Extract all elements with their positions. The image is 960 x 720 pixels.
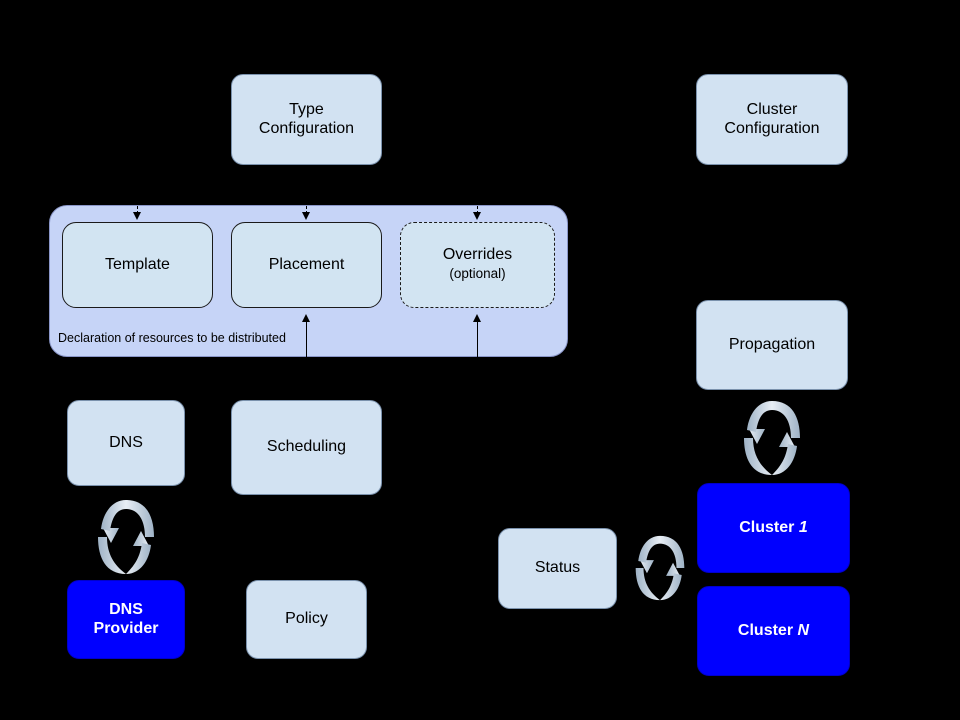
node-placement[interactable]: Placement: [231, 222, 382, 308]
placement-label: Placement: [268, 255, 345, 273]
type-configuration-label-line2: Configuration: [258, 119, 355, 137]
policy-label: Policy: [285, 610, 328, 628]
scheduling-label: Scheduling: [266, 438, 347, 456]
dns-provider-label-line2: Provider: [93, 619, 159, 637]
sync-arrows-icon-propagation: [734, 397, 810, 479]
node-type-configuration[interactable]: Type Configuration: [231, 74, 382, 165]
sync-arrows-icon-dns: [88, 496, 164, 578]
type-configuration-label-line1: Type: [289, 100, 324, 118]
node-overrides[interactable]: Overrides (optional): [400, 222, 555, 308]
cluster-n-label-suffix: N: [797, 621, 810, 639]
dns-label: DNS: [109, 433, 143, 451]
cluster-1-label-suffix: 1: [798, 518, 808, 536]
overrides-label: Overrides: [442, 246, 513, 264]
cluster-configuration-label-line2: Configuration: [724, 119, 820, 137]
cluster-n-label-prefix: Cluster: [737, 621, 798, 639]
node-template[interactable]: Template: [62, 222, 213, 308]
cluster-1-label-prefix: Cluster: [739, 518, 799, 536]
cluster-1-label: Cluster 1: [739, 519, 807, 538]
node-cluster-1[interactable]: Cluster 1: [697, 483, 850, 573]
node-dns[interactable]: DNS: [67, 400, 185, 486]
node-propagation[interactable]: Propagation: [696, 300, 848, 390]
cluster-configuration-label-line1: Cluster: [746, 100, 798, 118]
cluster-n-label: Cluster N: [738, 622, 809, 641]
group-caption: Declaration of resources to be distribut…: [58, 331, 286, 345]
node-policy[interactable]: Policy: [246, 580, 367, 659]
node-cluster-n[interactable]: Cluster N: [697, 586, 850, 676]
status-label: Status: [534, 559, 581, 577]
template-label: Template: [105, 255, 170, 273]
propagation-label: Propagation: [728, 335, 816, 353]
sync-arrows-icon-status: [627, 522, 693, 614]
node-dns-provider[interactable]: DNS Provider: [67, 580, 185, 659]
dns-provider-label-line1: DNS: [109, 600, 143, 618]
node-cluster-configuration[interactable]: Cluster Configuration: [696, 74, 848, 165]
node-status[interactable]: Status: [498, 528, 617, 609]
overrides-sublabel: (optional): [449, 266, 506, 281]
node-scheduling[interactable]: Scheduling: [231, 400, 382, 495]
